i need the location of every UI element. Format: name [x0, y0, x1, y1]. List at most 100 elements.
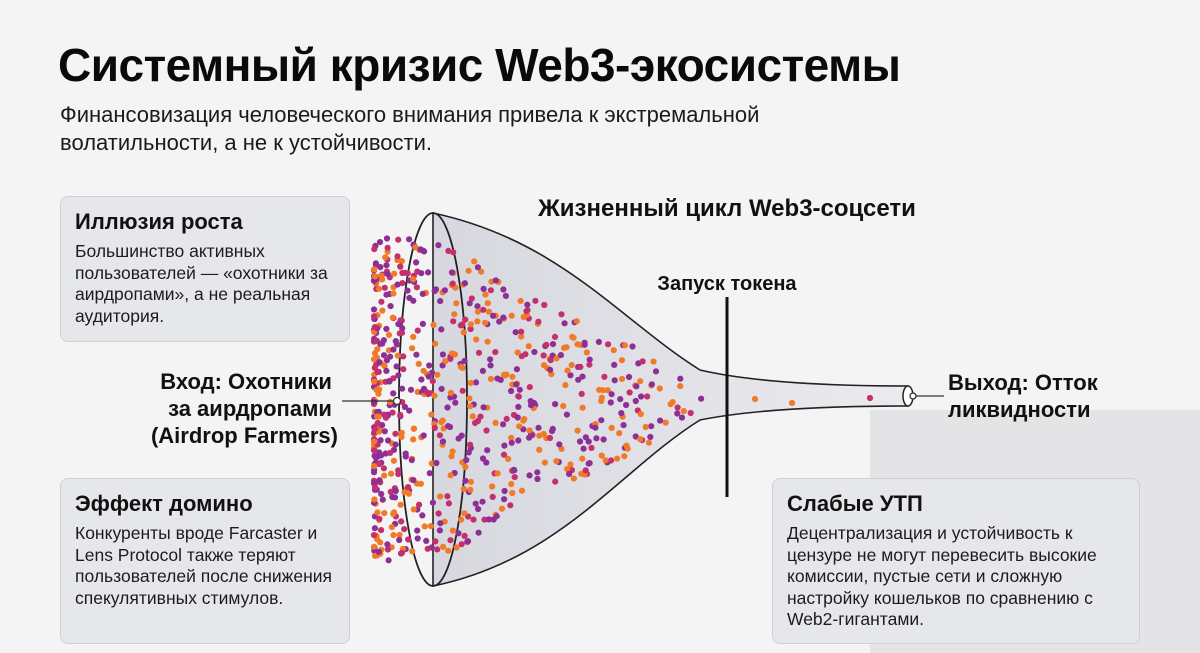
- particle-dot: [372, 484, 379, 491]
- particle-dot: [479, 367, 486, 374]
- particle-dot: [398, 549, 406, 556]
- particle-dot: [406, 294, 413, 301]
- particle-dot: [399, 269, 406, 277]
- particle-dot: [419, 290, 426, 297]
- particle-dot: [484, 300, 491, 307]
- particle-dot: [508, 439, 515, 446]
- particle-dot: [866, 394, 874, 402]
- particle-dot: [434, 371, 441, 378]
- particle-dot: [604, 387, 611, 394]
- particle-dot: [398, 429, 405, 436]
- particle-dot: [485, 308, 492, 315]
- particle-dot: [401, 403, 408, 410]
- particle-dot: [577, 363, 584, 370]
- particle-dot: [427, 523, 434, 530]
- output-label-line-2: ликвидности: [948, 397, 1091, 422]
- particle-dot: [425, 373, 432, 380]
- particle-dot: [434, 546, 441, 553]
- input-label: Вход: Охотники за аирдропами (Airdrop Fa…: [151, 369, 338, 448]
- particle-dot: [380, 352, 388, 359]
- particle-dot: [407, 386, 415, 393]
- particle-dot: [475, 349, 483, 356]
- particle-dot: [394, 352, 401, 359]
- input-connector-dot: [392, 396, 402, 406]
- particle-dot: [487, 362, 494, 369]
- particle-dot: [371, 266, 378, 273]
- particle-dot: [564, 465, 571, 473]
- particle-dot: [509, 373, 516, 380]
- output-connector-dot: [909, 392, 917, 400]
- particle-dot: [410, 477, 417, 484]
- particle-dot: [437, 298, 444, 305]
- particle-dot: [557, 352, 565, 359]
- particle-dot: [567, 372, 574, 379]
- particle-dot: [637, 378, 644, 385]
- particle-dot: [401, 526, 408, 533]
- particle-dot: [395, 372, 402, 379]
- particle-dot: [419, 512, 426, 519]
- particle-dot: [467, 441, 474, 448]
- particle-dot: [648, 423, 655, 430]
- particle-dot: [534, 469, 541, 476]
- airdrop-farmer-particles: [370, 235, 874, 564]
- particle-dot: [455, 530, 462, 537]
- particle-dot: [432, 286, 440, 293]
- particle-dot: [428, 411, 435, 418]
- particle-dot: [437, 520, 444, 527]
- particle-dot: [598, 417, 605, 424]
- particle-dot: [466, 395, 473, 402]
- particle-dot: [461, 510, 468, 517]
- particle-dot: [478, 268, 485, 275]
- particle-dot: [511, 467, 518, 474]
- particle-dot: [385, 331, 393, 338]
- particle-dot: [645, 439, 653, 446]
- particle-dot: [423, 537, 430, 545]
- particle-dot: [574, 341, 581, 348]
- particle-dot: [487, 375, 494, 383]
- particle-dot: [592, 424, 599, 431]
- particle-dot: [566, 470, 573, 478]
- particle-dot: [662, 419, 669, 426]
- particle-dot: [578, 390, 585, 397]
- particle-dot: [608, 391, 615, 398]
- particle-dot: [473, 336, 480, 343]
- particle-dot: [398, 258, 405, 265]
- particle-dot: [377, 539, 384, 546]
- particle-dot: [487, 287, 494, 294]
- particle-dot: [465, 449, 472, 456]
- particle-dot: [460, 485, 467, 492]
- particle-dot: [374, 453, 381, 460]
- particle-dot: [439, 417, 446, 424]
- particle-dot: [418, 270, 425, 277]
- particle-dot: [441, 287, 448, 294]
- particle-dot: [474, 417, 482, 425]
- particle-dot: [429, 499, 436, 506]
- particle-dot: [371, 525, 378, 532]
- particle-dot: [414, 527, 421, 534]
- particle-dot: [698, 395, 705, 402]
- particle-dot: [417, 246, 424, 253]
- particle-dot: [409, 548, 416, 555]
- particle-dot: [524, 301, 531, 308]
- particle-dot: [610, 347, 617, 354]
- particle-dot: [384, 541, 391, 548]
- particle-dot: [480, 285, 487, 292]
- particle-dot: [370, 313, 378, 320]
- particle-dot: [374, 346, 381, 353]
- particle-dot: [490, 312, 497, 319]
- particle-dot: [388, 470, 395, 477]
- particle-dot: [413, 351, 420, 358]
- particle-dot: [586, 361, 593, 368]
- particle-dot: [439, 438, 447, 445]
- particle-dot: [620, 422, 627, 429]
- particle-dot: [553, 355, 560, 362]
- particle-dot: [648, 381, 656, 388]
- particle-dot: [390, 346, 397, 353]
- particle-dot: [461, 280, 468, 287]
- particle-dot: [447, 355, 454, 362]
- particle-dot: [420, 367, 427, 374]
- particle-dot: [376, 359, 383, 366]
- particle-dot: [626, 389, 633, 396]
- particle-dot: [383, 291, 390, 298]
- page-subtitle: Финансовизация человеческого внимания пр…: [60, 102, 760, 155]
